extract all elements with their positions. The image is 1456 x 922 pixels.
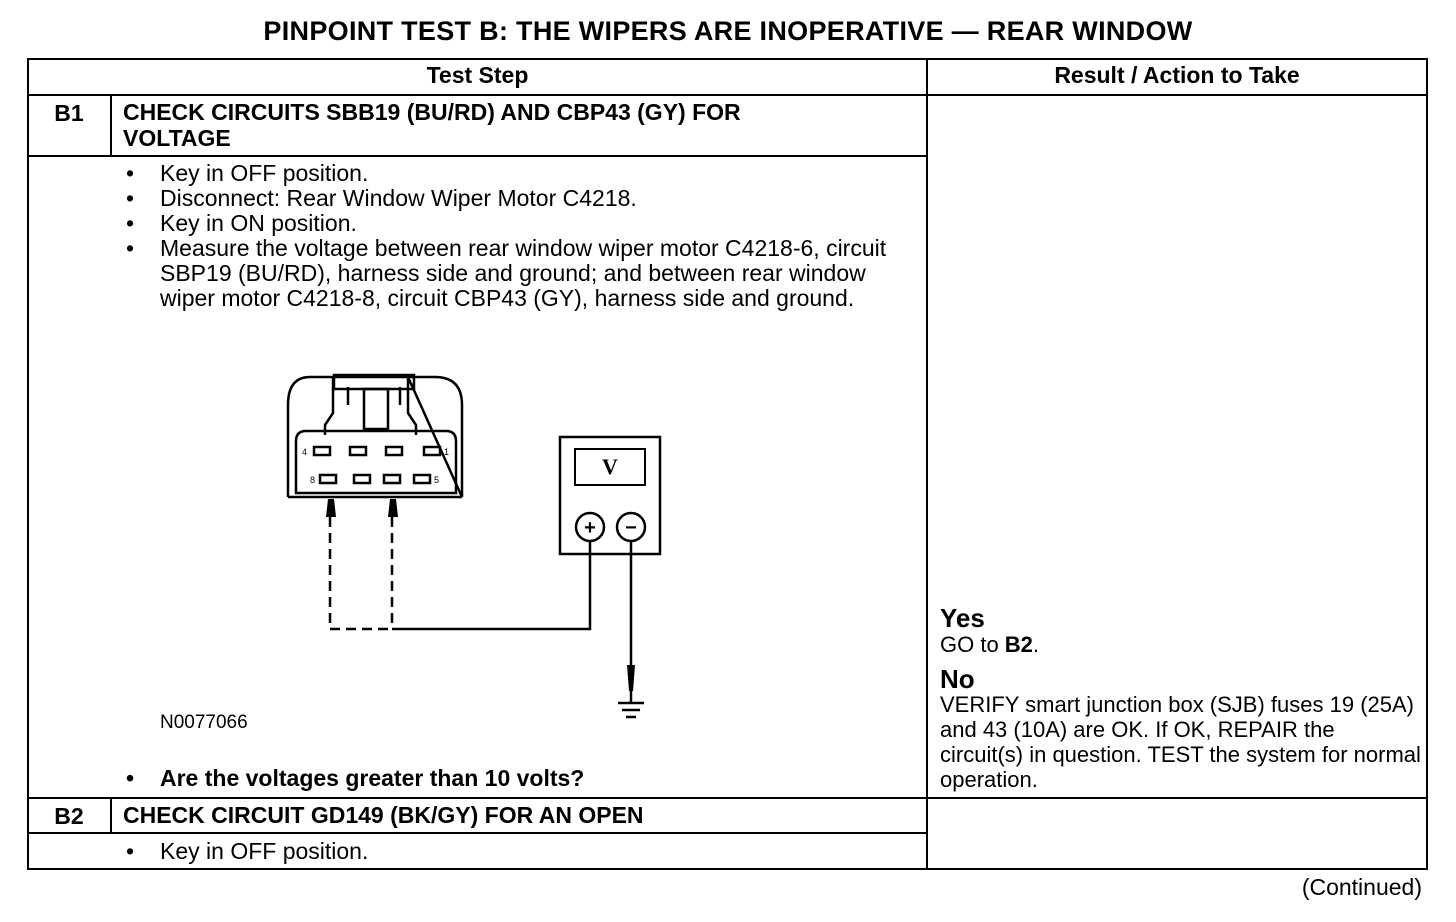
step-title: CHECK CIRCUIT GD149 (BK/GY) FOR AN OPEN [123,802,644,828]
result-column-divider [926,58,928,870]
continued-note: (Continued) [1301,874,1422,900]
dashed-probe-leads [328,517,394,631]
pinpoint-test-table [27,58,1428,870]
test-probes [326,499,398,517]
header-test-step: Test Step [426,62,529,88]
header-divider [27,94,1428,96]
pin-label: 4 [302,447,307,457]
result-no-label: No [940,664,975,694]
volt-symbol: V [602,454,618,479]
pin-label: 8 [310,475,315,485]
question-item: Are the voltages greater than 10 volts? [123,766,903,792]
pin-label: 5 [434,475,439,485]
step-instructions: Key in OFF position. [123,839,903,865]
header-result: Result / Action to Take [1054,62,1300,88]
connector-c4218 [286,373,464,499]
pin-label: 1 [444,447,449,457]
step-instructions: Key in OFF position. Disconnect: Rear Wi… [123,161,903,311]
instruction-item: Key in ON position. [123,211,903,237]
voltmeter: V + − [558,435,662,556]
pin-number-labels: 4 1 8 5 [302,447,449,485]
ground-icon [618,665,644,719]
instruction-item: Key in OFF position. [123,839,903,865]
result-yes-prefix: GO to [940,632,1005,657]
step-id: B1 [54,100,84,126]
instruction-item: Disconnect: Rear Window Wiper Motor C421… [123,186,903,212]
goto-step-link[interactable]: B2 [1004,632,1033,657]
b1-title-divider [27,155,927,157]
step-id: B2 [54,803,84,829]
step-title-line: VOLTAGE [123,125,231,151]
step-title-line: CHECK CIRCUITS SBB19 (BU/RD) AND CBP43 (… [123,99,741,125]
step-id-divider-b1 [110,94,112,156]
b1-end-divider [27,797,1428,799]
page-title: PINPOINT TEST B: THE WIPERS ARE INOPERAT… [263,16,1193,46]
minus-terminal: − [625,517,637,539]
result-yes-suffix: . [1032,632,1040,657]
voltmeter-wiring-diagram: 4 1 8 5 V + − [286,373,662,719]
figure-code: N0077066 [160,712,248,733]
instruction-item: Key in OFF position. [123,161,903,187]
result-no-text: VERIFY smart junction box (SJB) fuses 19… [940,692,1421,792]
step-id-divider-b2 [110,797,112,834]
plus-terminal: + [584,517,596,539]
b2-title-divider [27,832,927,834]
step-question: Are the voltages greater than 10 volts? [123,766,903,792]
result-yes-text: GO to B2. [940,632,1422,657]
meter-leads [392,540,633,665]
step-title: CHECK CIRCUITS SBB19 (BU/RD) AND CBP43 (… [123,99,913,151]
instruction-item: Measure the voltage between rear window … [123,236,903,311]
result-yes-label: Yes [940,603,985,633]
